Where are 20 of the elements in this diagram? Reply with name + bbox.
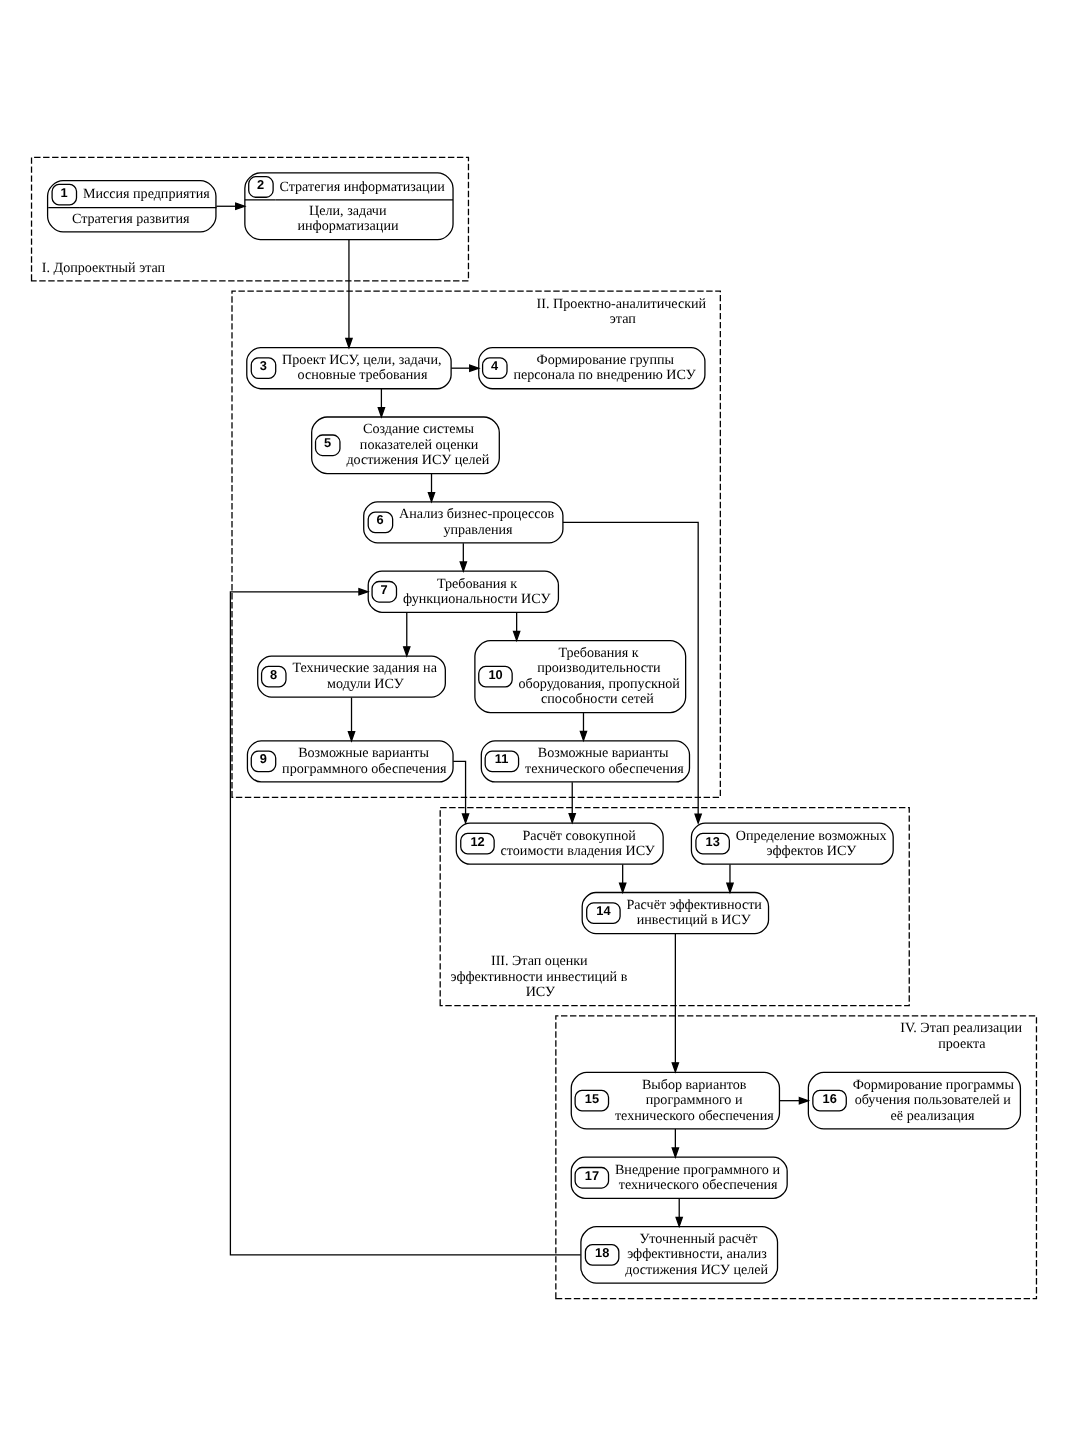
arrow [427,472,436,504]
arrow [377,388,386,419]
arrow [512,612,521,643]
arrow [402,612,411,658]
arrow [675,1197,684,1229]
arrow [725,863,735,895]
arrow [778,1096,811,1105]
arrow [671,1128,680,1159]
arrow [618,863,627,895]
arrow [450,364,481,373]
arrow [347,696,356,743]
arrow [344,239,353,350]
arrow [562,521,703,826]
arrow [459,542,468,573]
arrow [579,712,588,743]
arrow [215,202,247,211]
arrow [568,781,577,825]
arrow [229,587,582,1256]
arrow [452,760,470,825]
arrow [671,933,680,1074]
